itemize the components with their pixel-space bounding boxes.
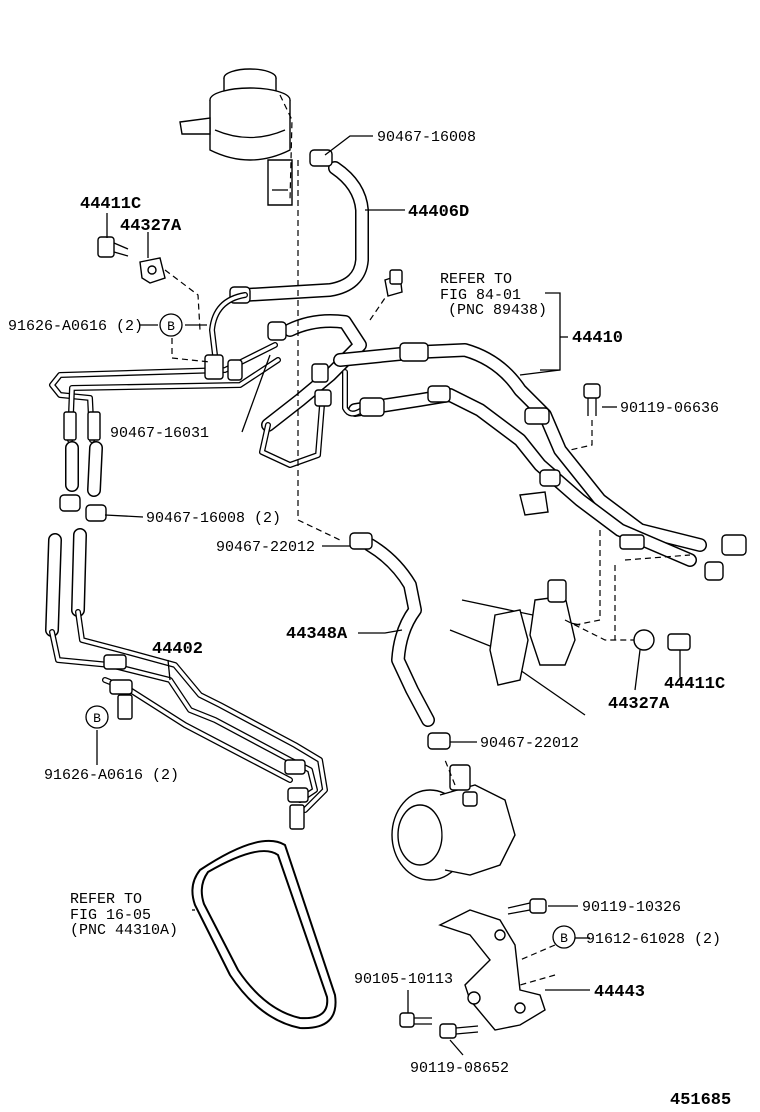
label-44348A: 44348A [286,625,348,644]
power-steering-pump [391,764,516,881]
tube-assy-44410 [259,274,747,581]
label-refer-16-1: REFER TO [70,891,142,908]
label-refer-84-3: (PNC 89438) [448,302,547,319]
fitting-refer-84 [389,269,403,285]
label-90467-22012-lower: 90467-22012 [480,735,579,752]
bolt-90119-10326 [507,898,547,915]
label-90119-10326: 90119-10326 [582,899,681,916]
marker-b-right: B [552,925,576,949]
leader-lines [96,135,681,1056]
label-44410: 44410 [572,329,623,348]
bolt-90119-06636 [583,383,601,416]
label-44411C-right: 44411C [664,675,725,694]
bolt-90105-10113 [399,1012,432,1028]
hose-44406D [229,149,369,304]
marker-b-lower: B [85,705,109,729]
marker-b-upper: B [159,313,183,337]
oil-cooler-44402 [45,528,328,830]
label-91612-61028: 91612-61028 (2) [586,931,721,948]
label-90467-16031: 90467-16031 [110,425,209,442]
label-44327A-left: 44327A [120,217,182,236]
drive-belt [191,839,337,1030]
label-90467-22012-upper: 90467-22012 [216,539,315,556]
label-90119-06636: 90119-06636 [620,400,719,417]
steering-gear [449,579,640,716]
dashed-guides [164,160,691,986]
bolt-44411C-right [667,633,691,651]
label-91626-upper: 91626-A0616 (2) [8,318,143,335]
svg-text:B: B [560,931,568,946]
clamp-pair [59,494,107,522]
bolt-90119-08652 [439,1023,479,1039]
svg-text:B: B [167,319,175,334]
bracket-44443 [438,909,546,1031]
label-90105-10113: 90105-10113 [354,971,453,988]
hose-44348A [349,532,451,750]
label-90467-16008: 90467-16008 [377,129,476,146]
label-44402: 44402 [152,640,203,659]
label-44406D: 44406D [408,203,469,222]
svg-text:B: B [93,711,101,726]
label-refer-84-1: REFER TO [440,271,512,288]
washer-44327A-right [633,629,655,651]
bolt-44411C-left [97,236,129,258]
label-90467-16008-2: 90467-16008 (2) [146,510,281,527]
label-90119-08652: 90119-08652 [410,1060,509,1077]
reservoir-tank [179,68,293,206]
return-tube-left [49,292,281,497]
label-44327A-right: 44327A [608,695,670,714]
label-91626-lower: 91626-A0616 (2) [44,767,179,784]
label-refer-84-2: FIG 84-01 [440,287,521,304]
label-44411C-left: 44411C [80,195,141,214]
label-44443: 44443 [594,983,645,1002]
label-refer-16-3: (PNC 44310A) [70,922,178,939]
label-refer-16-2: FIG 16-05 [70,907,151,924]
figure-number: 451685 [670,1091,731,1110]
washer-44327A-left [139,257,166,284]
